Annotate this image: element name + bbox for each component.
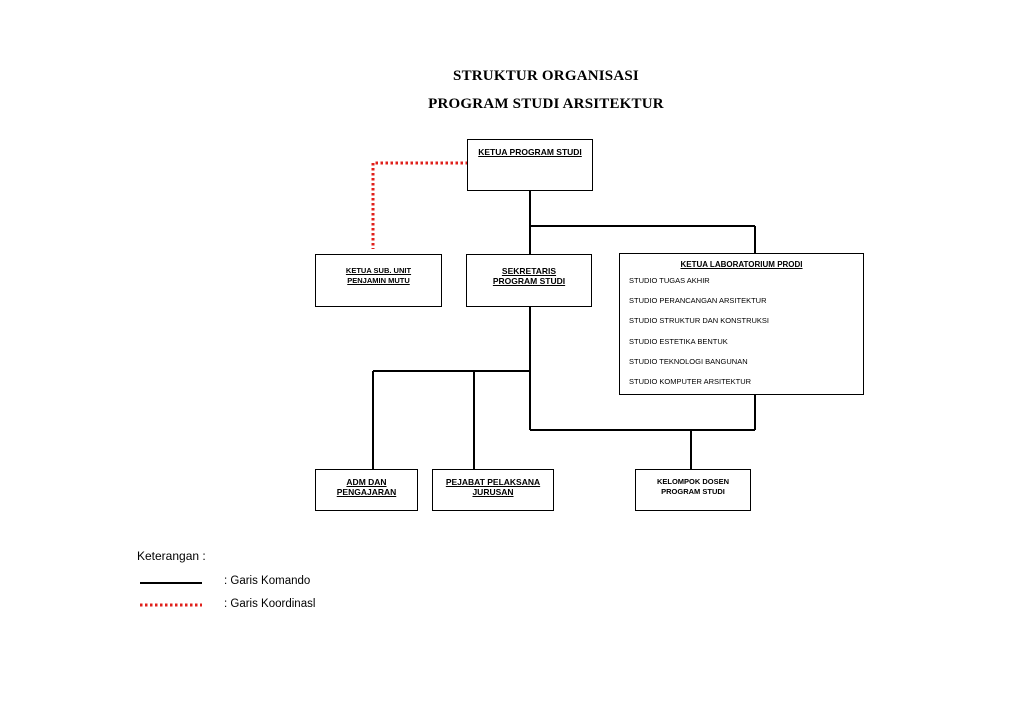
- studio-item: STUDIO ESTETIKA BENTUK: [629, 336, 728, 346]
- studio-item: STUDIO TUGAS AKHIR: [629, 276, 710, 285]
- adm-label: ADM DAN PENGAJARAN: [336, 477, 397, 497]
- pejabat-label: PEJABAT PELAKSANA JURUSAN: [445, 477, 541, 497]
- chart-title: STRUKTUR ORGANISASI: [453, 68, 639, 84]
- box-ketua-laboratorium-prodi: KETUA LABORATORIUM PRODI STUDIO TUGAS AK…: [619, 253, 864, 395]
- kelompok-dosen-label: KELOMPOK DOSEN PROGRAM STUDI: [656, 477, 730, 496]
- legend-title: Keterangan :: [137, 549, 206, 563]
- box-adm-dan-pengajaran: ADM DAN PENGAJARAN: [315, 469, 418, 511]
- legend-koordinasi-label: : Garis Koordinasl: [224, 598, 316, 610]
- legend-komando-label: : Garis Komando: [224, 575, 311, 587]
- box-pejabat-pelaksana-jurusan: PEJABAT PELAKSANA JURUSAN: [432, 469, 554, 511]
- ketua-program-studi-label: KETUA PROGRAM STUDI: [478, 147, 582, 157]
- box-ketua-sub-unit-penjamin-mutu: KETUA SUB. UNIT PENJAMIN MUTU: [315, 254, 442, 307]
- coordination-line: [371, 161, 468, 249]
- chart-subtitle: PROGRAM STUDI ARSITEKTUR: [428, 96, 664, 112]
- studio-item: STUDIO KOMPUTER ARSITEKTUR: [629, 376, 752, 386]
- box-kelompok-dosen-program-studi: KELOMPOK DOSEN PROGRAM STUDI: [635, 469, 751, 511]
- studio-list: STUDIO TUGAS AKHIR STUDIO PERANCANGAN AR…: [620, 276, 863, 387]
- penjamin-mutu-label: KETUA SUB. UNIT PENJAMIN MUTU: [345, 266, 412, 285]
- sekretaris-label: SEKRETARIS PROGRAM STUDI: [492, 266, 566, 286]
- box-ketua-program-studi: KETUA PROGRAM STUDI: [467, 139, 593, 191]
- studio-item: STUDIO PERANCANGAN ARSITEKTUR: [629, 296, 767, 306]
- lab-title: KETUA LABORATORIUM PRODI: [680, 260, 803, 269]
- studio-item: STUDIO STRUKTUR DAN KONSTRUKSI: [629, 316, 770, 326]
- studio-item: STUDIO TEKNOLOGI BANGUNAN: [629, 356, 748, 366]
- box-sekretaris-program-studi: SEKRETARIS PROGRAM STUDI: [466, 254, 592, 307]
